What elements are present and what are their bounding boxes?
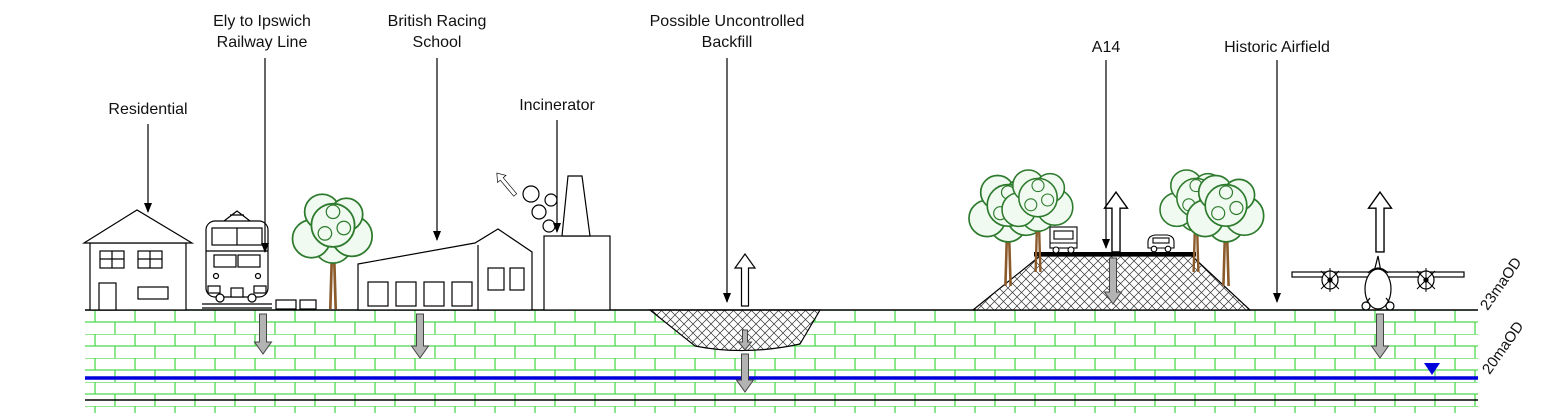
pathway-arrow-down xyxy=(737,329,753,351)
label-residential: Residential xyxy=(108,101,188,118)
truck xyxy=(1049,226,1078,254)
engine-left xyxy=(1320,268,1340,292)
railway-train xyxy=(202,210,317,310)
pathway-arrow-down xyxy=(1103,257,1123,305)
label-arrows xyxy=(144,58,1281,303)
airplane xyxy=(1291,255,1465,311)
pathway-arrow-down xyxy=(253,313,273,355)
label-backfill: Possible Uncontrolled Backfill xyxy=(649,13,805,51)
label-incinerator: Incinerator xyxy=(519,97,595,114)
contaminant-arrows-down xyxy=(253,257,1390,393)
vapour-arrow-up xyxy=(1367,190,1393,253)
cockpit xyxy=(1367,267,1389,274)
emission-arrow-up xyxy=(496,172,518,197)
vapour-arrow-up xyxy=(733,252,757,307)
vapour-arrows-up xyxy=(733,190,1393,307)
vapour-arrow-up xyxy=(1103,190,1129,253)
trackside-platform xyxy=(299,299,317,310)
pathway-arrow-down xyxy=(735,353,755,393)
car xyxy=(1147,234,1175,253)
pantograph xyxy=(223,210,251,222)
water-table-marker xyxy=(1424,363,1440,375)
rails xyxy=(202,303,272,309)
residential-house xyxy=(81,209,195,311)
engine-right xyxy=(1416,268,1436,292)
trackside-platform xyxy=(275,299,297,310)
pathway-arrow-down xyxy=(410,313,430,359)
racing-school-building xyxy=(357,228,533,311)
house-door xyxy=(98,282,117,311)
label-airfield: Historic Airfield xyxy=(1224,39,1330,56)
label-railway: Ely to Ipswich Railway Line xyxy=(213,13,311,51)
label-racing-school: British Racing School xyxy=(387,13,487,51)
pathway-arrow-down xyxy=(1370,313,1390,359)
a14-road-surface xyxy=(1034,252,1196,257)
label-a14: A14 xyxy=(1091,39,1121,56)
backfill-area xyxy=(648,309,822,352)
incinerator-chimney xyxy=(561,175,591,237)
smoke-puffs xyxy=(522,185,558,233)
